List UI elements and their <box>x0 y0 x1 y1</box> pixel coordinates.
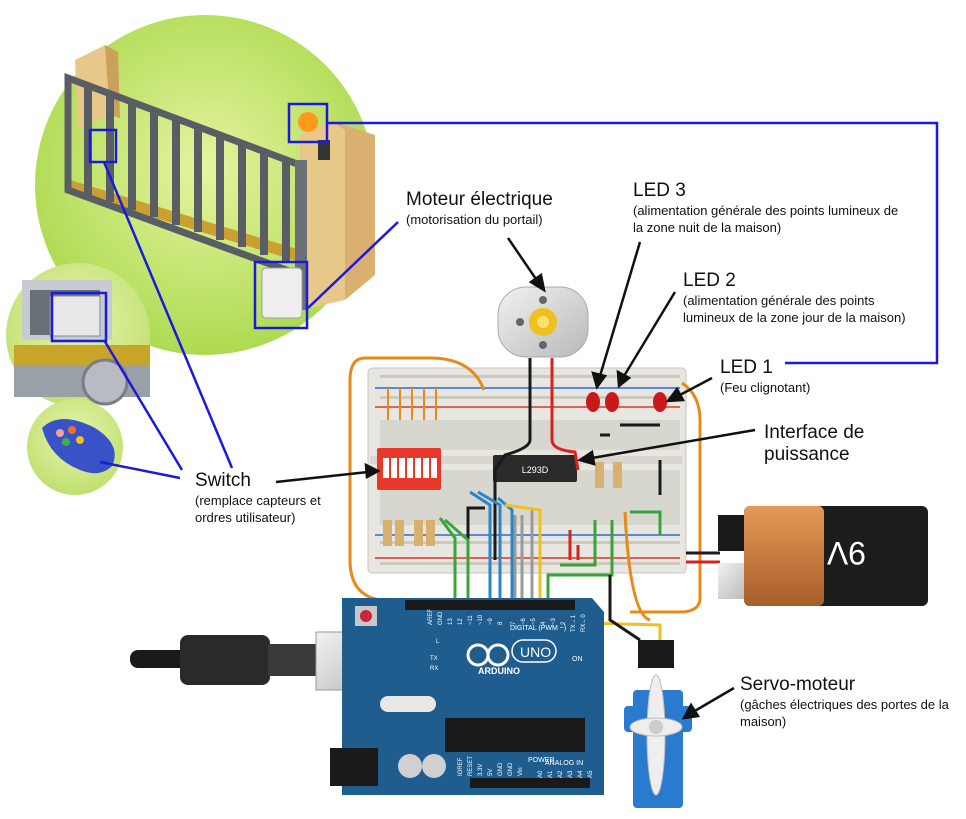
analog-a0: A0 <box>538 770 544 778</box>
battery-9v: 9V <box>718 506 928 606</box>
dip-switch <box>377 448 441 490</box>
leds <box>586 392 667 412</box>
led2-title: LED 2 <box>683 270 736 291</box>
pin-13: 13 <box>448 618 454 625</box>
moteur-title: Moteur électrique <box>406 189 553 210</box>
moteur-desc: (motorisation du portail) <box>406 212 543 227</box>
arduino-brand: ARDUINO <box>478 666 520 676</box>
arduino-uno: ARDUINO UNO ON DIGITAL (PWM ~) POWER ANA… <box>330 598 604 795</box>
label-led3: LED 3 (alimentation générale des points … <box>633 180 903 236</box>
dc-motor <box>497 286 589 358</box>
power-gnd-2: GND <box>508 762 514 776</box>
l293d-chip: L293D <box>493 455 577 482</box>
pin-9: ~9 <box>488 617 494 625</box>
power-gnd-1: GND <box>498 762 504 776</box>
analog-a1: A1 <box>548 770 554 778</box>
analog-header-label: ANALOG IN <box>545 760 583 767</box>
analog-a3: A3 <box>568 770 574 778</box>
pin-10: ~10 <box>478 614 484 625</box>
power-ioref: IOREF <box>458 757 464 776</box>
servo-motor <box>624 640 692 808</box>
arduino-on-led: ON <box>572 656 583 663</box>
led1-title: LED 1 <box>720 357 773 378</box>
pin-2: 2 <box>561 621 567 625</box>
power-vin: Vin <box>518 767 524 776</box>
limit-switch-scene <box>6 263 150 407</box>
led1-desc: (Feu clignotant) <box>720 380 811 395</box>
analog-a4: A4 <box>578 770 584 778</box>
led3-title: LED 3 <box>633 180 686 201</box>
pin-gnd: GND <box>438 611 444 625</box>
pin-4: 4 <box>541 621 547 625</box>
label-moteur: Moteur électrique (motorisation du porta… <box>406 189 553 228</box>
pin-11: ~11 <box>468 615 474 625</box>
pin-aref: AREF <box>428 609 434 625</box>
power-reset: RESET <box>468 756 474 776</box>
analog-a5: A5 <box>588 770 594 778</box>
label-switch: Switch (remplace capteurs et ordres util… <box>195 470 355 526</box>
digital-header-label: DIGITAL (PWM ~) <box>510 625 566 632</box>
label-servo: Servo-moteur (gâches électriques des por… <box>740 674 960 730</box>
switch-title: Switch <box>195 470 251 491</box>
label-interface: Interface de puissance <box>764 422 865 465</box>
led-l-label: L <box>436 639 440 645</box>
pin-8: 8 <box>498 621 504 625</box>
battery-label: 9V <box>826 535 866 571</box>
servo-desc: (gâches électriques des portes de la mai… <box>740 697 949 729</box>
pin-rx: RX←0 <box>581 614 587 632</box>
chip-label: L293D <box>522 465 549 475</box>
led3-desc: (alimentation générale des points lumine… <box>633 203 899 235</box>
servo-title: Servo-moteur <box>740 674 856 695</box>
pin-7: 7 <box>511 621 517 625</box>
remote-control <box>27 399 123 495</box>
callout-lines <box>50 102 939 480</box>
label-led2: LED 2 (alimentation générale des points … <box>683 270 923 326</box>
annotation-arrows <box>275 237 756 720</box>
gate-scene <box>35 15 375 355</box>
pin-6: ~6 <box>521 617 527 625</box>
pin-3: ~3 <box>551 617 557 625</box>
pin-tx: TX→1 <box>571 614 577 632</box>
resistors <box>383 388 622 546</box>
switch-desc: (remplace capteurs et ordres utilisateur… <box>195 493 321 525</box>
led-rx-label: RX <box>430 666 438 672</box>
arduino-model: UNO <box>520 644 551 660</box>
led2-desc: (alimentation générale des points lumine… <box>683 293 906 325</box>
pin-5: ~5 <box>531 617 537 625</box>
analog-a2: A2 <box>558 770 564 778</box>
label-led1: LED 1 (Feu clignotant) <box>720 357 810 396</box>
led-tx-label: TX <box>430 656 438 662</box>
power-header-label: POWER <box>528 757 554 764</box>
power-5v: 5V <box>488 769 494 776</box>
power-3v3: 3.3V <box>478 764 484 776</box>
pin-12: 12 <box>458 618 464 625</box>
